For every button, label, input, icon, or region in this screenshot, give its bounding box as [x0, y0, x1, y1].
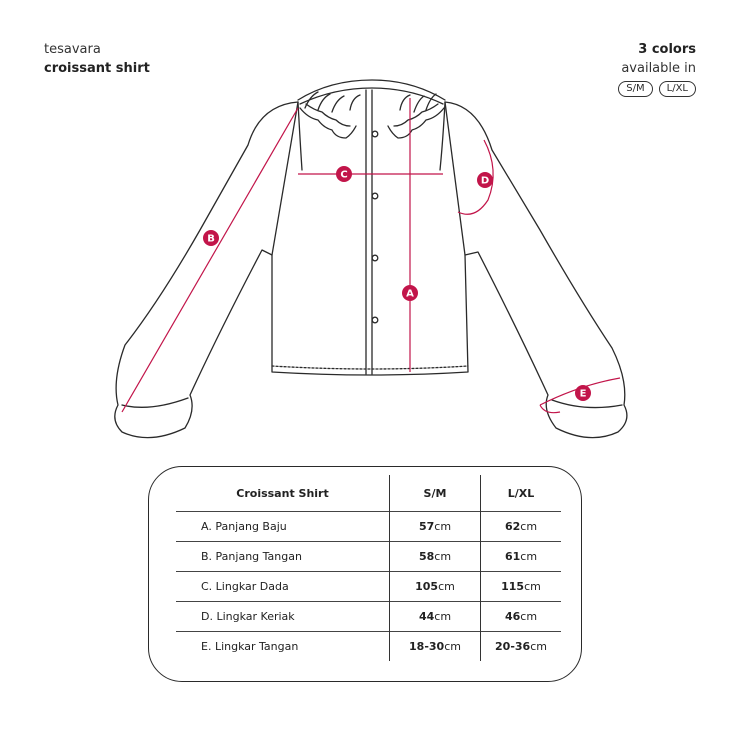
row-lxl-value: 115 — [501, 580, 525, 593]
svg-text:C: C — [340, 170, 347, 181]
marker-a: A — [402, 285, 418, 301]
table-row: C. Lingkar Dada 105cm 115cm — [176, 571, 561, 602]
row-sm-value: 58 — [418, 550, 435, 563]
table-row: E. Lingkar Tangan 18-30cm 20-36cm — [176, 631, 561, 661]
row-lxl-unit: cm — [530, 640, 547, 653]
row-lxl-value: 20-36 — [495, 640, 531, 653]
brand-block: tesavara croissant shirt — [44, 40, 150, 78]
row-label: A. Panjang Baju — [176, 511, 390, 542]
shirt-body-outline — [271, 101, 469, 376]
row-sm-unit: cm — [434, 550, 452, 563]
marker-d: D — [477, 172, 493, 188]
row-sm-value: 57 — [418, 520, 435, 533]
size-table: Croissant Shirt S/M L/XL A. Panjang Baju… — [176, 475, 561, 661]
table-header-row: Croissant Shirt S/M L/XL — [176, 475, 561, 512]
collar — [297, 79, 446, 101]
right-sleeve-outline — [444, 101, 628, 439]
marker-b: B — [203, 230, 219, 246]
colors-count: 3 colors — [638, 42, 696, 57]
table-row: A. Panjang Baju 57cm 62cm — [176, 511, 561, 542]
brand-name: tesavara — [44, 42, 101, 57]
row-sm-unit: cm — [434, 520, 452, 533]
product-name: croissant shirt — [44, 61, 150, 76]
row-lxl-value: 61 — [504, 550, 521, 563]
size-tag-sm: S/M — [618, 81, 653, 97]
row-sm-unit: cm — [434, 610, 452, 623]
button-4 — [371, 316, 379, 324]
marker-c: C — [336, 166, 352, 182]
row-sm-value: 44 — [418, 610, 435, 623]
measure-line-d — [457, 139, 494, 215]
button-1 — [371, 130, 379, 138]
row-lxl-value: 46 — [504, 610, 521, 623]
svg-text:B: B — [207, 234, 215, 245]
header-sm: S/M — [389, 475, 481, 512]
row-label: C. Lingkar Dada — [176, 571, 390, 602]
row-lxl-unit: cm — [520, 550, 538, 563]
colors-subtitle: available in — [621, 61, 696, 76]
svg-text:A: A — [406, 289, 414, 300]
button-2 — [371, 192, 379, 200]
svg-text:E: E — [580, 389, 587, 400]
row-label: B. Panjang Tangan — [176, 541, 390, 572]
size-chart-box: Croissant Shirt S/M L/XL A. Panjang Baju… — [148, 466, 582, 682]
table-row: B. Panjang Tangan 58cm 61cm — [176, 541, 561, 572]
marker-e: E — [575, 385, 591, 401]
row-lxl-unit: cm — [524, 580, 541, 593]
row-lxl-unit: cm — [520, 610, 538, 623]
table-row: D. Lingkar Keriak 44cm 46cm — [176, 601, 561, 632]
button-3 — [371, 254, 379, 262]
shirt-illustration: A B C D E — [114, 79, 628, 439]
size-tag-lxl: L/XL — [658, 81, 696, 97]
row-lxl-unit: cm — [520, 520, 538, 533]
row-lxl-value: 62 — [504, 520, 521, 533]
measure-line-b — [121, 107, 299, 413]
placket — [365, 89, 373, 375]
row-label: E. Lingkar Tangan — [176, 631, 390, 661]
svg-text:D: D — [481, 176, 489, 187]
row-sm-unit: cm — [444, 640, 461, 653]
row-label: D. Lingkar Keriak — [176, 601, 390, 632]
size-tags: S/M L/XL — [618, 81, 696, 97]
row-sm-value: 105 — [415, 580, 439, 593]
header-name: Croissant Shirt — [176, 475, 390, 512]
header-lxl: L/XL — [507, 486, 535, 500]
colors-info: 3 colors available in S/M L/XL — [618, 40, 696, 97]
row-sm-value: 18-30 — [409, 640, 445, 653]
left-sleeve-outline — [114, 101, 299, 439]
buttons — [371, 130, 379, 324]
row-sm-unit: cm — [438, 580, 455, 593]
